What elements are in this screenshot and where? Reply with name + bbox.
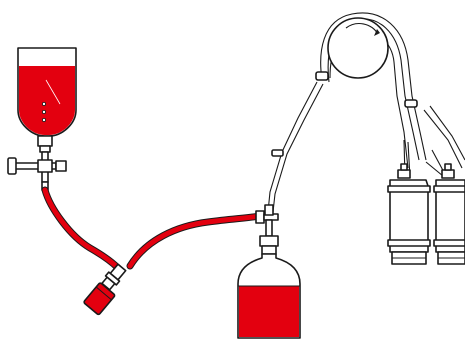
red-tubing-lower bbox=[126, 212, 264, 270]
reservoir-right bbox=[433, 163, 465, 265]
reservoir-left bbox=[387, 163, 431, 265]
bottle-fluid bbox=[239, 286, 299, 337]
source-bag bbox=[17, 47, 77, 153]
bottle-connector bbox=[255, 204, 279, 237]
peristaltic-pump-head bbox=[327, 17, 389, 79]
bag-fluid bbox=[19, 66, 75, 135]
red-tubing-upper bbox=[41, 186, 122, 272]
filter-cartridge bbox=[83, 263, 127, 316]
three-way-stopcock bbox=[7, 151, 67, 191]
collection-bottle bbox=[237, 235, 301, 339]
